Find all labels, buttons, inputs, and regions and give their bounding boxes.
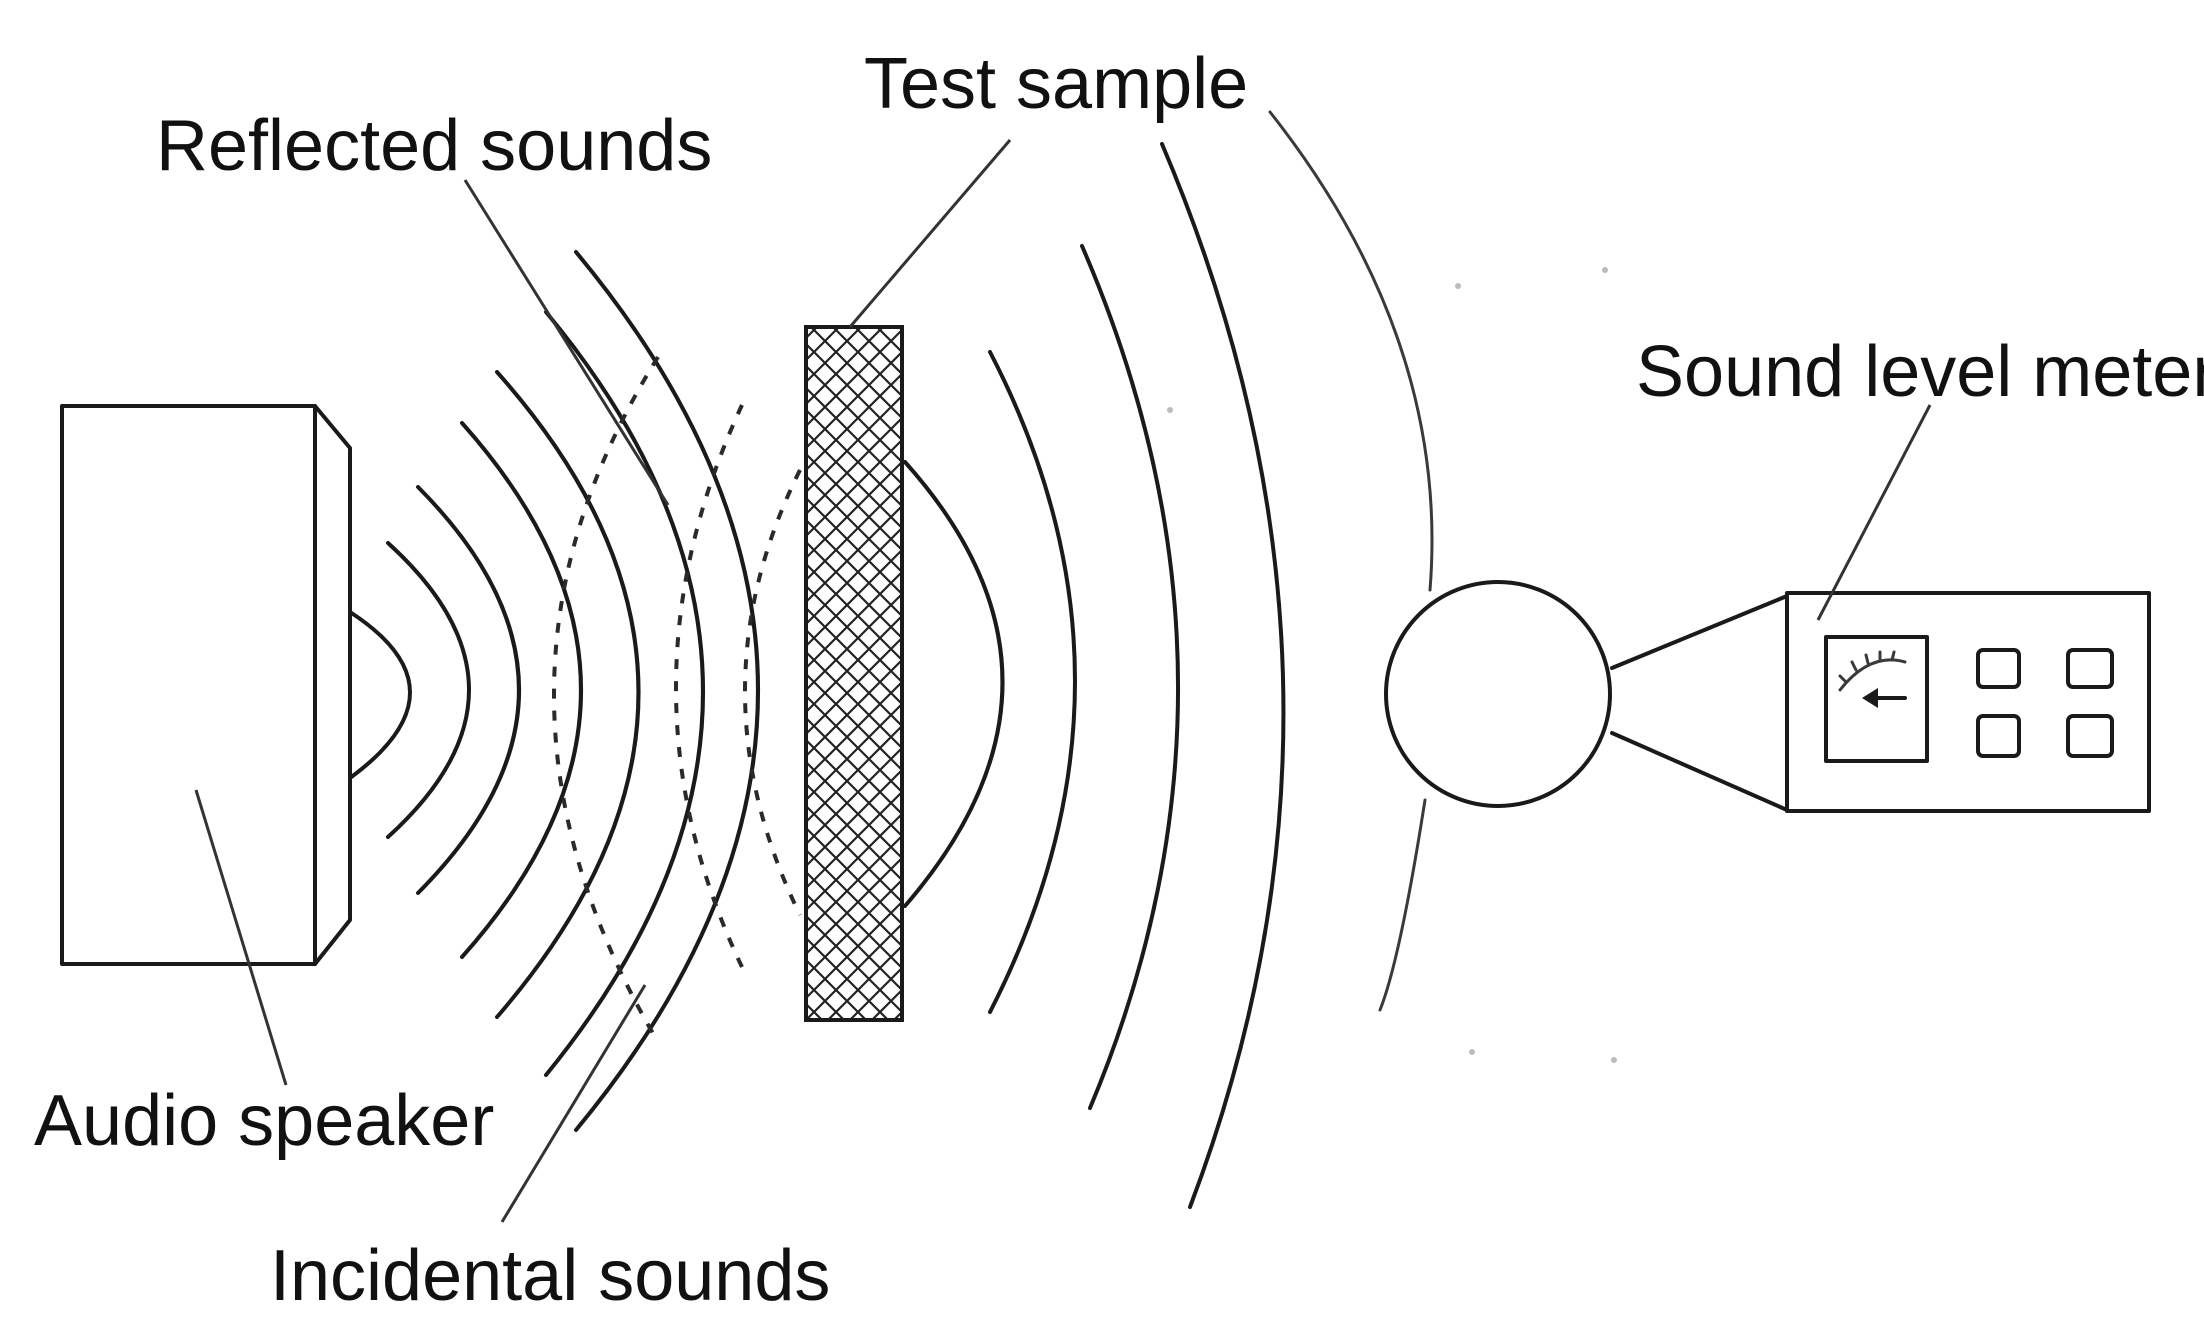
meter-microphone xyxy=(1384,580,1612,808)
label-sound-level-meter: Sound level meter xyxy=(1636,332,2204,412)
incident-wave-7 xyxy=(574,250,760,1132)
reflected-sound-waves xyxy=(552,355,802,1044)
leader-sound-level-meter xyxy=(1816,404,1932,621)
transmitted-wave-4 xyxy=(1160,142,1286,1209)
meter-needle-arrow xyxy=(1862,688,1878,708)
reflected-wave-1 xyxy=(552,355,660,1044)
meter-body xyxy=(1785,591,2151,813)
meter-button-4 xyxy=(2066,714,2114,758)
test-sample xyxy=(804,325,904,1022)
incident-wave-2 xyxy=(386,541,471,839)
incident-wave-6 xyxy=(544,310,705,1077)
transmitted-wave-3 xyxy=(1080,244,1181,1110)
meter-button-3 xyxy=(1976,714,2021,758)
label-incidental-sounds: Incidental sounds xyxy=(270,1236,831,1316)
transmitted-wave-2 xyxy=(988,350,1077,1014)
transmitted-wave-5 xyxy=(1268,110,1434,592)
meter-neck xyxy=(1610,594,1789,812)
meter-dial xyxy=(1824,635,1929,763)
leader-test-sample xyxy=(848,139,1012,328)
incidental-sound-waves xyxy=(348,250,760,1132)
meter-button-1 xyxy=(1976,648,2021,689)
incident-wave-3 xyxy=(416,485,521,895)
leader-lines xyxy=(194,139,1932,1223)
meter-button-2 xyxy=(2066,648,2114,689)
transmitted-wave-1 xyxy=(903,460,1005,908)
sound-level-meter xyxy=(1384,580,2151,813)
incident-wave-1 xyxy=(348,610,412,780)
leader-incidental-sounds xyxy=(500,984,647,1223)
incident-wave-4 xyxy=(460,421,583,959)
label-audio-speaker: Audio speaker xyxy=(34,1081,495,1161)
transmitted-sound-waves xyxy=(903,110,1434,1209)
reflected-wave-3 xyxy=(743,469,802,916)
incident-wave-5 xyxy=(495,370,641,1019)
leader-audio-speaker xyxy=(194,789,288,1086)
label-test-sample: Test sample xyxy=(864,44,1249,124)
label-reflected-sounds: Reflected sounds xyxy=(156,106,713,186)
audio-speaker xyxy=(60,404,352,966)
leader-reflected-sounds xyxy=(463,179,670,506)
transmitted-wave-6 xyxy=(1378,798,1427,1012)
meter-scale xyxy=(1838,658,1907,692)
reflected-wave-2 xyxy=(674,404,744,968)
specks xyxy=(1167,267,1617,1063)
